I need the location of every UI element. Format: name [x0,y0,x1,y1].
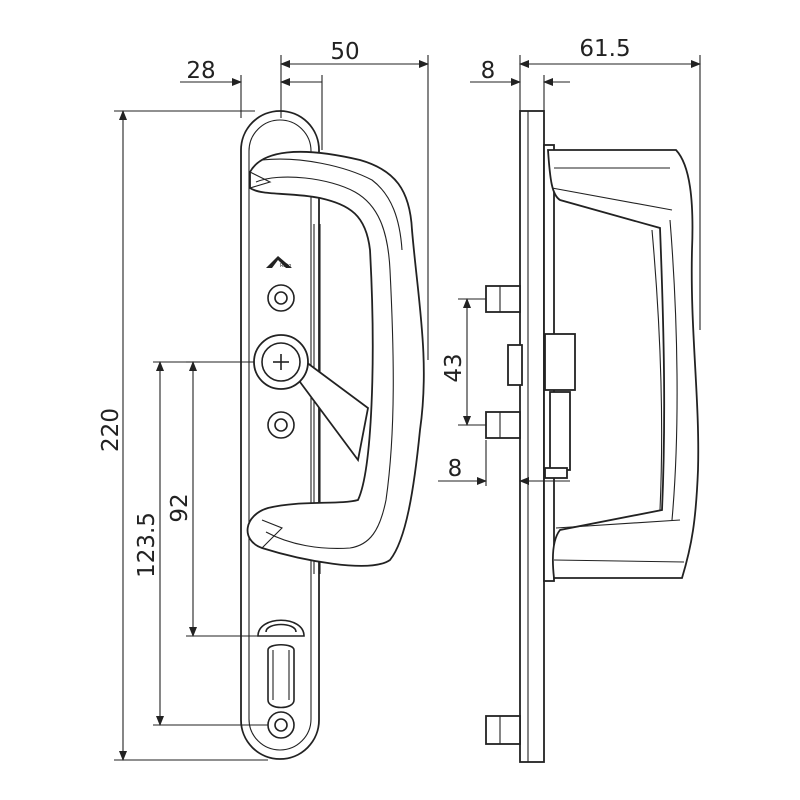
front-screw-top [267,284,295,312]
dim-61-5: 61.5 [579,36,630,62]
side-plate [519,110,545,763]
side-view [485,110,700,763]
logo-text: Roto [280,263,291,269]
dim-92: 92 [167,493,193,522]
side-pin-bottom [485,715,521,745]
front-backplate [240,110,320,760]
dim-side-8-top: 8 [481,58,496,84]
side-pin-mid [485,411,521,439]
front-dimensions: 28 50 220 123.5 92 [98,39,429,761]
front-screw-mid [267,411,295,439]
front-handle [246,150,425,567]
dim-28: 28 [186,58,215,84]
roto-logo: Roto [266,256,292,269]
front-spindle [253,334,309,390]
side-handle [547,149,700,579]
side-pin-top [485,285,521,313]
dim-side-8-bottom: 8 [448,456,463,482]
dim-50: 50 [330,39,359,65]
dim-43: 43 [441,353,467,382]
front-view: Roto [240,110,425,760]
dim-220: 220 [98,408,124,452]
side-dimensions: 8 61.5 43 8 [438,36,701,486]
dim-123-5: 123.5 [134,512,160,578]
front-cylinder [257,619,305,709]
